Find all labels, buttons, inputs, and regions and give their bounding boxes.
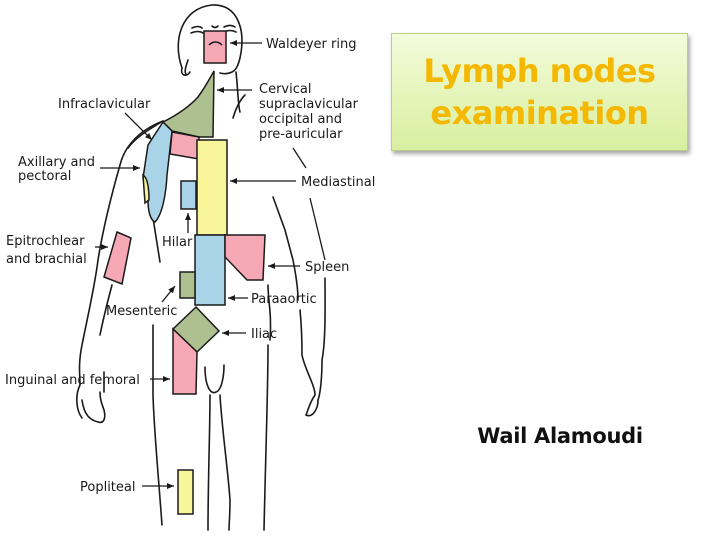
label-iliac: Iliac <box>251 327 277 342</box>
label-axillary-1: Axillary and <box>18 155 95 170</box>
title-line-2: examination <box>430 94 649 132</box>
region-pectoral <box>142 173 150 205</box>
title-line-1: Lymph nodes <box>423 52 656 90</box>
label-axillary-2: pectoral <box>18 169 71 184</box>
body-outline <box>76 4 326 531</box>
label-cervical-3: occipital and <box>259 112 342 127</box>
label-cervical-1: Cervical <box>259 82 311 97</box>
region-infraclavicular <box>169 131 200 160</box>
label-hilar: Hilar <box>162 235 193 250</box>
author-name: Wail Alamoudi <box>477 424 643 448</box>
diagram-labels: Waldeyer ring Cervical supraclavicular o… <box>5 37 375 495</box>
region-inguinal <box>172 327 198 395</box>
label-epitrochlear-1: Epitrochlear <box>6 234 85 249</box>
leader-lines <box>95 40 326 489</box>
region-axillary <box>142 120 173 223</box>
region-popliteal <box>177 469 194 515</box>
label-paraaortic: Paraaortic <box>251 292 317 307</box>
mouth-mark <box>208 41 223 46</box>
label-epitrochlear-2: and brachial <box>6 252 87 267</box>
region-epitrochlear <box>103 230 132 286</box>
node-regions <box>103 30 266 515</box>
region-mediastinal <box>196 139 228 236</box>
label-mesenteric: Mesenteric <box>106 304 177 319</box>
label-cervical-4: pre-auricular <box>259 127 343 142</box>
region-hilar <box>180 180 197 210</box>
title-box: Lymph nodes examination <box>391 33 688 151</box>
label-waldeyer: Waldeyer ring <box>266 37 356 52</box>
label-inguinal: Inguinal and femoral <box>5 373 140 388</box>
region-spleen <box>224 234 266 281</box>
label-spleen: Spleen <box>305 260 349 275</box>
label-mediastinal: Mediastinal <box>301 175 375 190</box>
region-waldeyer <box>203 30 227 64</box>
region-cervical <box>161 70 215 138</box>
region-paraaortic <box>194 234 226 306</box>
label-popliteal: Popliteal <box>80 480 135 495</box>
label-cervical-2: supraclavicular <box>259 97 359 112</box>
region-mesenteric <box>179 271 196 299</box>
label-infraclavicular: Infraclavicular <box>58 97 151 112</box>
